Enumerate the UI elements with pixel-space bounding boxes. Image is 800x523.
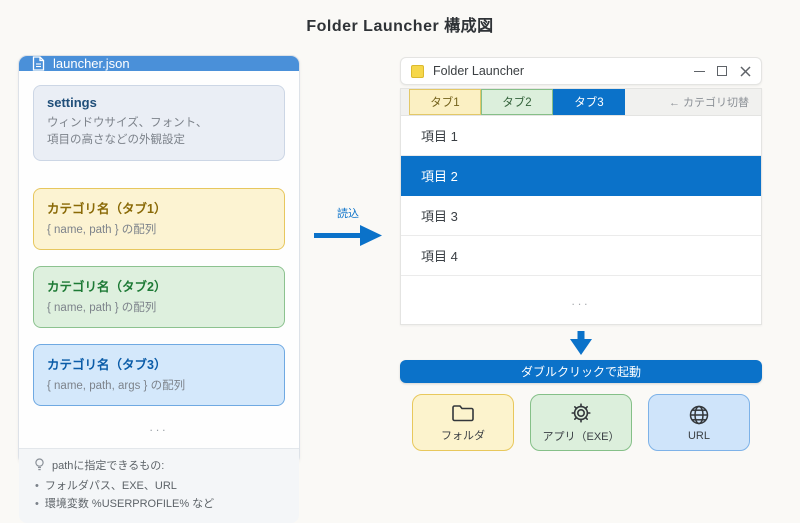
category-tab3-title: カテゴリ名（タブ3） xyxy=(47,358,167,372)
gear-icon xyxy=(570,402,592,424)
tab-1[interactable]: タブ1 xyxy=(409,89,481,115)
json-panel-header: launcher.json xyxy=(19,56,299,71)
settings-box: settings ウィンドウサイズ、フォント、 項目の高さなどの外観設定 xyxy=(33,85,285,161)
down-arrow-icon xyxy=(568,331,594,357)
tab-switch-hint: ← カテゴリ切替 xyxy=(668,97,749,109)
panel-ellipsis: ... xyxy=(149,420,169,435)
settings-title: settings xyxy=(47,95,97,110)
globe-icon xyxy=(688,404,710,426)
page-title: Folder Launcher 構成図 xyxy=(306,18,494,35)
json-panel-title: launcher.json xyxy=(53,56,130,71)
category-box-tab2: カテゴリ名（タブ2） { name, path } の配列 xyxy=(33,265,285,328)
category-tab2-title: カテゴリ名（タブ2） xyxy=(47,279,167,294)
tab-3-active[interactable]: タブ3 xyxy=(553,89,625,115)
category-tab1-title: カテゴリ名（タブ1） xyxy=(47,201,167,216)
app-window-titlebar: Folder Launcher xyxy=(400,57,762,85)
path-note-list: フォルダパス、EXE、URL 環境変数 %USERPROFILE% など xyxy=(31,477,287,513)
category-tab1-desc: { name, path } の配列 xyxy=(47,223,157,236)
target-folder-label: フォルダ xyxy=(441,429,485,442)
close-button[interactable] xyxy=(739,65,751,77)
window-title: Folder Launcher xyxy=(433,64,525,78)
load-arrow: 読込 xyxy=(312,205,386,251)
path-note: pathに指定できるもの: フォルダパス、EXE、URL 環境変数 %USERP… xyxy=(19,448,299,523)
tab-2[interactable]: タブ2 xyxy=(481,89,553,115)
target-app-exe: アプリ（EXE） xyxy=(530,394,632,451)
path-note-item: 環境変数 %USERPROFILE% など xyxy=(31,495,287,513)
category-tab3-desc: { name, path, args } の配列 xyxy=(47,380,186,392)
lightbulb-icon xyxy=(34,458,45,472)
right-arrow-icon xyxy=(312,220,384,250)
list-ellipsis: ... xyxy=(571,293,591,308)
list-item-1[interactable]: 項目 1 xyxy=(401,116,761,156)
category-box-tab3: カテゴリ名（タブ3） { name, path, args } の配列 xyxy=(33,344,285,407)
app-window-body: タブ1 タブ2 タブ3 ← カテゴリ切替 項目 1 項目 2 項目 3 項目 4… xyxy=(400,88,762,325)
load-arrow-label: 読込 xyxy=(337,208,359,220)
target-url-label: URL xyxy=(687,429,710,442)
list-item-3[interactable]: 項目 3 xyxy=(401,196,761,236)
list-item-2-selected[interactable]: 項目 2 xyxy=(401,156,761,196)
launcher-json-panel: launcher.json settings ウィンドウサイズ、フォント、 項目… xyxy=(18,55,300,523)
category-tab2-desc: { name, path } の配列 xyxy=(47,301,157,314)
minimize-button[interactable] xyxy=(693,65,705,77)
json-file-icon xyxy=(32,56,45,71)
window-controls xyxy=(693,65,751,77)
target-folder: フォルダ xyxy=(412,394,514,451)
list-item-4[interactable]: 項目 4 xyxy=(401,236,761,276)
target-app-label: アプリ（EXE） xyxy=(542,430,620,443)
maximize-button[interactable] xyxy=(716,65,728,77)
json-panel-body: settings ウィンドウサイズ、フォント、 項目の高さなどの外観設定 カテゴ… xyxy=(19,71,299,448)
folder-icon xyxy=(451,403,475,423)
app-icon xyxy=(411,64,424,78)
path-note-title: pathに指定できるもの: xyxy=(52,460,165,473)
launch-targets: フォルダ アプリ（EXE） xyxy=(400,394,762,452)
launch-bar: ダブルクリックで起動 xyxy=(400,360,762,383)
tab-strip: タブ1 タブ2 タブ3 ← カテゴリ切替 xyxy=(401,89,761,116)
target-url: URL xyxy=(648,394,750,451)
category-box-tab1: カテゴリ名（タブ1） { name, path } の配列 xyxy=(33,187,285,250)
settings-desc-line1: ウィンドウサイズ、フォント、 xyxy=(47,117,208,129)
settings-desc-line2: 項目の高さなどの外観設定 xyxy=(47,134,185,147)
